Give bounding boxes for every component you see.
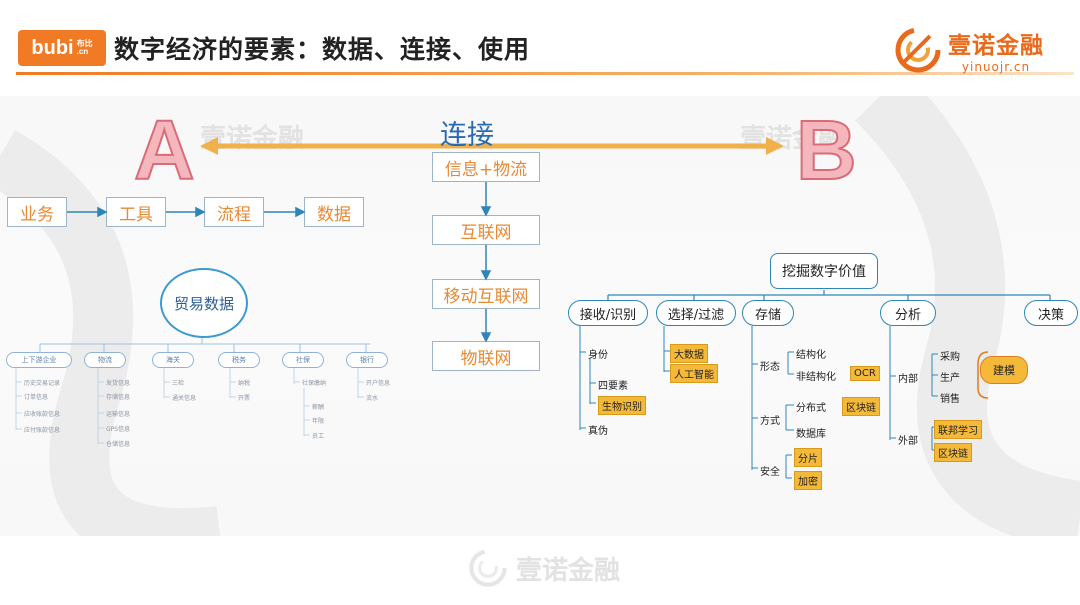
trade-data-center: 贸易数据 [160, 268, 248, 338]
leaf-sales: 销售 [940, 394, 960, 405]
trade-leaf: GPS信息 [106, 426, 131, 433]
leaf-structured: 结构化 [796, 350, 826, 361]
trade-leaf: 开户信息 [366, 380, 391, 387]
connection-label: 连接 [440, 120, 494, 151]
trade-leaf: 发货信息 [106, 380, 131, 387]
leaf-sharding: 分片 [794, 448, 822, 467]
flow-box-mobile-internet: 移动互联网 [432, 279, 540, 309]
leaf-encryption: 加密 [794, 471, 822, 490]
trade-leaf: 仓储信息 [106, 441, 131, 448]
leaf-ai: 人工智能 [670, 364, 718, 383]
leaf-unstructured: 非结构化 [796, 372, 836, 383]
trade-connectors [39, 334, 370, 352]
bubi-logo: bubi 布比 .cn [18, 30, 106, 66]
trade-leaf: 开票 [238, 395, 251, 402]
leaf-form: 形态 [760, 362, 780, 373]
leaf-authenticity: 真伪 [588, 426, 608, 437]
logo-main-text: bubi [31, 36, 74, 59]
trade-leaf: 流水 [366, 395, 379, 402]
bottom-watermark-text: 壹诺金融 [516, 555, 621, 586]
mining-root: 挖掘数字价值 [770, 253, 878, 289]
leaf-big-data: 大数据 [670, 344, 708, 363]
mining-connectors [579, 290, 1051, 479]
leaf-blockchain-storage: 区块链 [842, 397, 880, 416]
leaf-distributed: 分布式 [796, 403, 826, 414]
leaf-purchase: 采购 [940, 352, 960, 363]
watermark-2: 壹诺金融 [740, 124, 845, 154]
trade-leaf: 运输信息 [106, 411, 131, 418]
logo-sub: 布比 .cn [77, 40, 93, 56]
leaf-method: 方式 [760, 416, 780, 427]
letter-b: B [795, 103, 858, 197]
trade-category: 上下游企业 [6, 352, 72, 368]
trade-category: 物流 [84, 352, 126, 368]
leaf-ocr: OCR [850, 366, 880, 381]
flow-arrows-left [67, 206, 306, 218]
trade-leaf: 三检 [172, 380, 185, 387]
leaf-external: 外部 [898, 436, 918, 447]
flow-box-business: 业务 [7, 197, 67, 227]
leaf-identity: 身份 [588, 350, 608, 361]
trade-leaf: 年限 [312, 418, 325, 425]
branch-receive: 接收/识别 [568, 300, 648, 326]
brand-url: yinuojr.cn [961, 60, 1031, 74]
logo-sub-bottom: .cn [76, 47, 89, 56]
trade-leaf: 订单信息 [24, 394, 49, 401]
brand-logo: 壹诺金融 yinuojr.cn [894, 26, 1044, 74]
flow-box-process: 流程 [204, 197, 264, 227]
branch-storage: 存储 [742, 300, 794, 326]
brand-name: 壹诺金融 [948, 33, 1044, 59]
flow-box-iot: 物联网 [432, 341, 540, 371]
trade-leaf: 应付账款信息 [24, 427, 61, 434]
branch-analysis: 分析 [880, 300, 936, 326]
flow-box-info-logistics: 信息+物流 [432, 152, 540, 182]
trade-leaf-connectors [15, 368, 364, 444]
branch-select: 选择/过滤 [656, 300, 736, 326]
trade-leaf: 通关信息 [172, 395, 197, 402]
trade-leaf: 应收账款信息 [24, 411, 61, 418]
page-title: 数字经济的要素：数据、连接、使用 [114, 35, 531, 64]
flow-box-tools: 工具 [106, 197, 166, 227]
trade-leaf: 纳税 [238, 380, 251, 387]
trade-leaf: 存储信息 [106, 394, 131, 401]
trade-category: 税务 [218, 352, 260, 368]
trade-leaf: 社保缴纳 [302, 380, 327, 387]
trade-category: 银行 [346, 352, 388, 368]
logo-sub-top: 布比 [76, 39, 93, 48]
trade-leaf: 历史交易记录 [24, 380, 61, 387]
leaf-biometric: 生物识别 [598, 396, 646, 415]
leaf-production: 生产 [940, 373, 960, 384]
leaf-internal: 内部 [898, 374, 918, 385]
leaf-database: 数据库 [796, 429, 826, 440]
watermark-swirl-icon [469, 549, 507, 587]
branch-decision: 决策 [1024, 300, 1078, 326]
letter-a: A [133, 103, 196, 197]
bottom-watermark: 壹诺金融 [468, 548, 620, 588]
connection-arrow [200, 137, 784, 155]
trade-leaf: 薪酬 [312, 404, 325, 411]
leaf-four-elements: 四要素 [598, 381, 628, 392]
background-swooshes [0, 96, 1080, 536]
flow-arrows-center [480, 182, 492, 342]
leaf-modeling: 建模 [980, 356, 1028, 384]
header-divider [16, 72, 1074, 75]
trade-category: 海关 [152, 352, 194, 368]
leaf-federated-learning: 联邦学习 [934, 420, 982, 439]
trade-leaf: 员工 [312, 433, 325, 440]
leaf-blockchain-analysis: 区块链 [934, 443, 972, 462]
leaf-security: 安全 [760, 467, 780, 478]
brand-swirl-icon [895, 27, 941, 73]
trade-category: 社保 [282, 352, 324, 368]
